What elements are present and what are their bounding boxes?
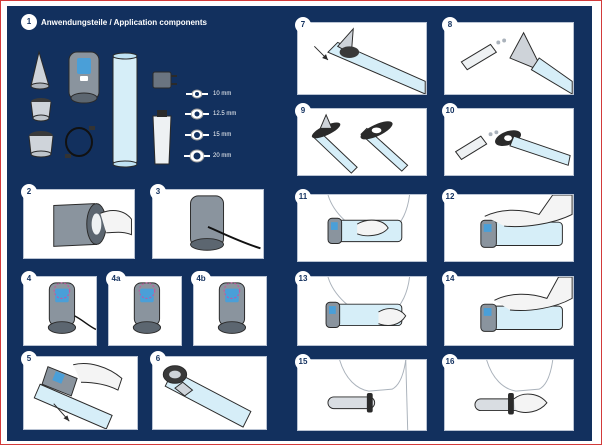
step-badge-4a: 4a [106,271,126,287]
step-5-panel [23,356,138,430]
ring-15mm-icon [185,129,209,141]
cone-attachment-icon [30,50,50,90]
step-8-panel [444,22,574,95]
step-5-illustration [33,363,123,429]
step-badge-1: 1 [21,14,37,30]
instruction-board: 1 Anwendungsteile / Application componen… [7,6,592,441]
size-label-10mm: 10 mm [213,91,232,97]
step-badge-7: 7 [295,17,311,33]
step-2-panel [23,189,135,259]
step-badge-11: 11 [295,189,311,205]
power-adapter-icon [152,71,177,89]
step-12-illustration [480,195,573,248]
size-label-15mm: 15 mm [213,132,232,138]
step-9-illustration [311,113,409,174]
step-13-illustration [325,277,411,328]
step-10-illustration [454,130,571,166]
step-11-illustration [327,195,411,245]
step-badge-12: 12 [442,189,458,205]
step-3-illustration [190,195,261,251]
step-8-illustration [460,31,573,94]
vacuum-tube-icon [112,52,138,168]
sleeve-large-icon [28,131,54,158]
lubricant-tube-icon [152,110,172,165]
step-badge-16: 16 [442,354,458,370]
step-14-panel [444,276,574,346]
step-7-panel [297,22,427,95]
size-label-12-5mm: 12.5 mm [213,111,237,117]
step-4-illustration [47,282,96,334]
components-title: Anwendungsteile / Application components [41,18,207,27]
step-13-panel [297,276,427,346]
ring-10mm-icon [186,89,208,99]
step-4b-illustration [217,282,247,334]
step-11-panel [297,194,427,262]
step-badge-4b: 4b [191,271,211,287]
step-16-panel [444,359,574,431]
step-10-panel [444,108,574,176]
size-label-20mm: 20 mm [213,153,232,159]
step-9-panel [297,108,427,176]
step-badge-2: 2 [21,184,37,200]
step-badge-14: 14 [442,271,458,287]
step-3-panel [152,189,264,259]
step-badge-8: 8 [442,17,458,33]
step-6-panel [152,356,267,430]
sleeve-small-icon [30,98,52,122]
step-badge-9: 9 [295,103,311,119]
step-badge-15: 15 [295,354,311,370]
step-4a-illustration [132,282,162,334]
step-badge-10: 10 [442,103,458,119]
step-12-panel [444,194,574,262]
step-7-illustration [313,27,426,94]
step-6-illustration [162,365,252,428]
pump-device-icon [68,51,100,104]
step-14-illustration [480,277,573,332]
usb-cable-icon [65,126,95,158]
step-15-illustration [327,360,409,430]
step-4-panel [23,276,97,346]
step-4b-panel [193,276,267,346]
ring-20mm-icon [184,149,210,163]
step-16-illustration [474,360,554,415]
step-badge-5: 5 [21,351,37,367]
step-badge-13: 13 [295,271,311,287]
ring-12-5mm-icon [185,108,209,120]
step-badge-3: 3 [150,184,166,200]
step-badge-6: 6 [150,351,166,367]
components-illustration [28,50,210,168]
step-15-panel [297,359,427,431]
step-4a-panel [108,276,182,346]
step-2-illustration [53,203,132,247]
step-badge-4: 4 [21,271,37,287]
